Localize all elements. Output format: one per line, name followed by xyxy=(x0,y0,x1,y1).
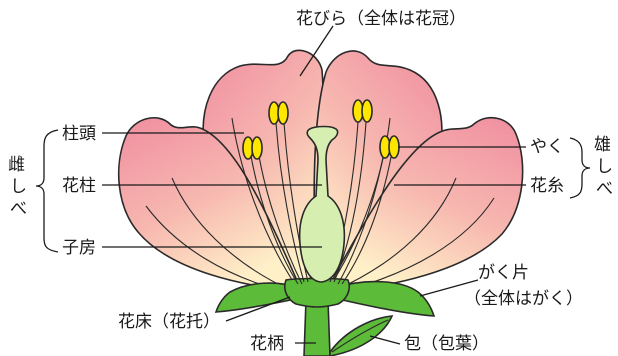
petals xyxy=(117,49,524,294)
anther-left-low xyxy=(242,136,263,160)
label-stamen-char-3: べ xyxy=(596,179,613,199)
petal-front-right xyxy=(324,116,524,293)
stamens xyxy=(242,99,400,285)
anther-right-low xyxy=(379,135,400,159)
pistil-body xyxy=(298,125,346,283)
anther-left-high xyxy=(268,101,289,125)
label-pedicel: 花柄 xyxy=(250,334,284,354)
pedicel-stem xyxy=(303,299,331,356)
receptacle-body xyxy=(283,277,351,308)
label-filament: 花糸 xyxy=(530,176,564,196)
label-sepal: がく片 xyxy=(478,263,529,283)
green-parts xyxy=(214,277,436,356)
leader-lines xyxy=(35,25,591,345)
sepal-left xyxy=(214,282,301,313)
text-labels: 花びら（全体は花冠） 柱頭 花柱 子房 やく 花糸 がく片 （全体はがく） 花床… xyxy=(8,9,613,354)
petal-front-left xyxy=(117,116,304,293)
label-anther: やく xyxy=(530,137,564,157)
label-petal: 花びら（全体は花冠） xyxy=(296,9,466,29)
label-stamen-char-2: し xyxy=(596,157,613,177)
label-stigma: 柱頭 xyxy=(62,124,96,144)
label-receptacle: 花床（花托） xyxy=(118,312,220,332)
label-bract: 包（包葉） xyxy=(404,334,489,354)
sepal-right xyxy=(333,280,436,317)
label-style: 花柱 xyxy=(62,176,96,196)
label-pistil-char-1: 雌 xyxy=(8,155,25,175)
pistil xyxy=(298,125,346,283)
anther-right-high xyxy=(352,99,373,123)
label-sepal-note: （全体はがく） xyxy=(464,289,583,309)
label-ovary: 子房 xyxy=(62,238,96,258)
label-pistil-char-2: し xyxy=(10,177,27,197)
label-pistil-char-3: べ xyxy=(10,199,27,219)
label-stamen-char-1: 雄 xyxy=(594,135,611,155)
